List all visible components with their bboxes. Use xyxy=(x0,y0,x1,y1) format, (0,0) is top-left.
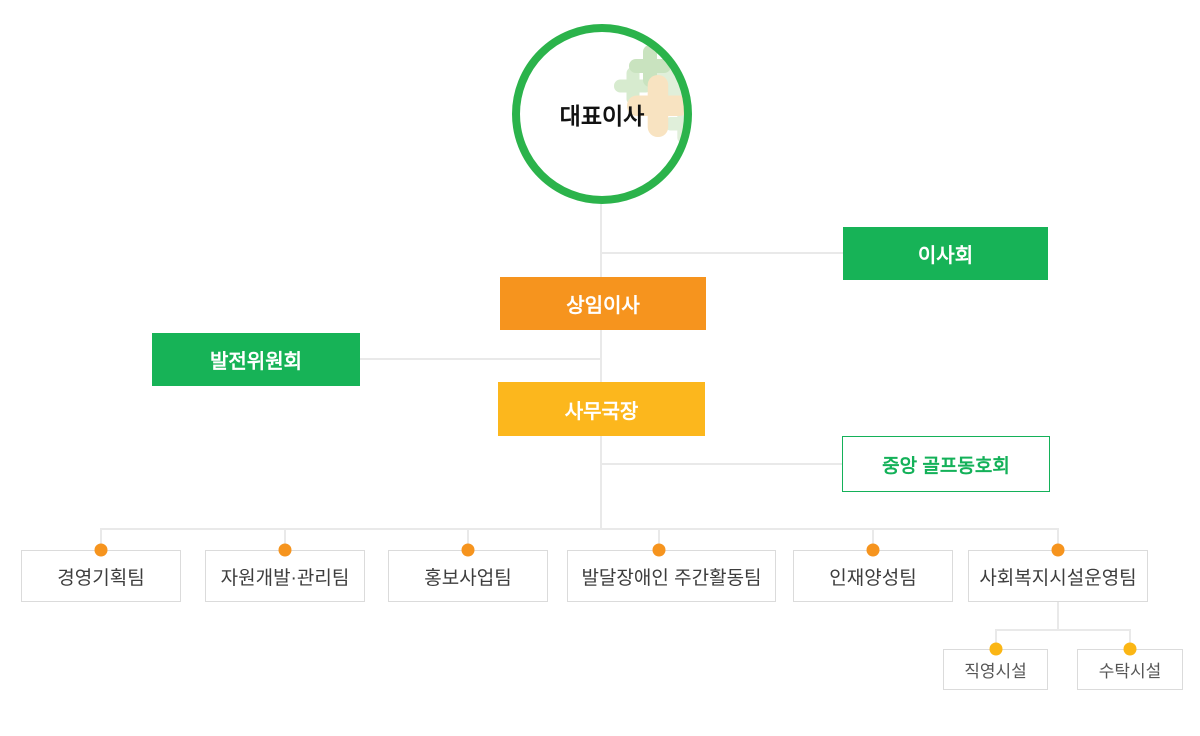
team-box-welfare-facility-operation: 사회복지시설운영팀 xyxy=(968,550,1148,602)
team-label: 경영기획팀 xyxy=(57,567,145,589)
connector-dot xyxy=(461,543,475,557)
connector-stub-facility-2 xyxy=(1129,629,1131,649)
facility-box-direct: 직영시설 xyxy=(943,649,1048,690)
connector-stub-team-6 xyxy=(1057,528,1059,550)
connector-line-facilities-horizontal xyxy=(995,629,1131,631)
connector-line-golf-club xyxy=(601,463,842,465)
standing-director-label: 상임이사 xyxy=(566,295,640,317)
facility-label: 수탁시설 xyxy=(1098,662,1162,681)
connector-line-board xyxy=(601,252,843,254)
secretary-general-box: 사무국장 xyxy=(498,382,705,436)
plus-decoration xyxy=(512,24,692,204)
board-box: 이사회 xyxy=(843,227,1048,280)
team-label: 홍보사업팀 xyxy=(424,567,512,589)
facility-box-entrusted: 수탁시설 xyxy=(1077,649,1183,690)
development-committee-label: 발전위원회 xyxy=(210,351,302,373)
connector-dot xyxy=(1123,642,1137,656)
team-box-public-relations: 홍보사업팀 xyxy=(388,550,548,602)
connector-line-teams-horizontal xyxy=(100,528,1059,530)
connector-stub-team-4 xyxy=(658,528,660,550)
secretary-general-label: 사무국장 xyxy=(564,400,639,423)
connector-dot xyxy=(866,543,880,557)
connector-dot xyxy=(989,642,1003,656)
team-box-resource-development: 자원개발·관리팀 xyxy=(205,550,365,602)
standing-director-box: 상임이사 xyxy=(500,277,706,330)
connector-stub-team-2 xyxy=(284,528,286,550)
team-box-daytime-activity: 발달장애인 주간활동팀 xyxy=(567,550,776,602)
connector-dot xyxy=(652,543,666,557)
connector-stub-team-5 xyxy=(872,528,874,550)
connector-stub-facility-1 xyxy=(995,629,997,649)
development-committee-box: 발전위원회 xyxy=(152,333,360,386)
board-label: 이사회 xyxy=(917,245,974,267)
team-box-talent-development: 인재양성팀 xyxy=(793,550,953,602)
team-label: 사회복지시설운영팀 xyxy=(979,567,1137,589)
connector-line-development-committee xyxy=(360,358,601,360)
connector-dot xyxy=(1051,543,1065,557)
ceo-label: 대표이사 xyxy=(559,103,645,129)
connector-dot xyxy=(94,543,108,557)
facility-label: 직영시설 xyxy=(964,662,1027,681)
golf-club-label: 중앙 골프동호회 xyxy=(882,455,1010,477)
team-label: 발달장애인 주간활동팀 xyxy=(581,567,762,589)
team-label: 자원개발·관리팀 xyxy=(220,567,350,589)
golf-club-box: 중앙 골프동호회 xyxy=(842,436,1050,492)
connector-dot xyxy=(278,543,292,557)
connector-line-ceo-vertical xyxy=(600,203,602,530)
connector-stub-team-3 xyxy=(467,528,469,550)
team-box-management-planning: 경영기획팀 xyxy=(21,550,181,602)
connector-line-welfare-vertical xyxy=(1057,602,1059,630)
ceo-ring xyxy=(512,24,692,204)
team-label: 인재양성팀 xyxy=(829,567,917,589)
connector-stub-team-1 xyxy=(100,528,102,550)
ceo-circle: 대표이사 xyxy=(512,24,692,204)
